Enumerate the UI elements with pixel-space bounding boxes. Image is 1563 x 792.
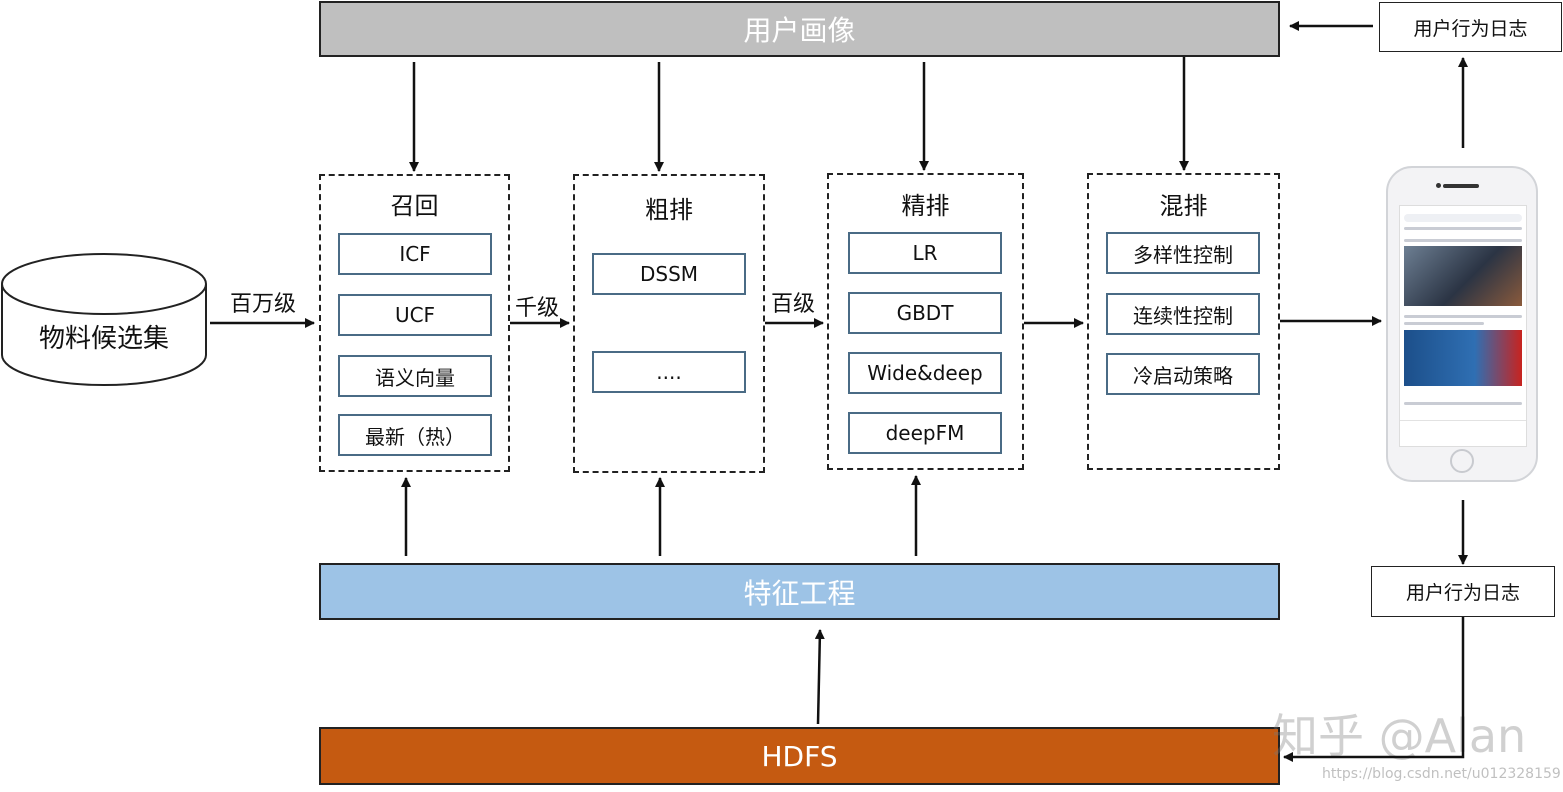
mixed-ranking-stage: 混排 多样性控制 连续性控制 冷启动策略 [1087, 173, 1280, 470]
feature-engineering-bar: 特征工程 [319, 563, 1280, 620]
arrow-hdfs-to-features [814, 629, 825, 725]
recall-item-icf: ICF [338, 233, 492, 275]
mixed-ranking-title: 混排 [1159, 192, 1208, 220]
phone-news-image-1 [1404, 246, 1522, 306]
hdfs-bar: HDFS [319, 727, 1280, 785]
phone-bottom-nav [1400, 420, 1526, 433]
coarse-ranking-stage: 粗排 DSSM .... [573, 174, 765, 473]
recall-item-semantic-vector: 语义向量 [338, 355, 492, 397]
phone-news-image-2 [1404, 330, 1522, 386]
phone-speaker [1443, 184, 1479, 188]
fine-item-gbdt: GBDT [848, 292, 1002, 334]
edge-label-millions: 百万级 [230, 292, 297, 317]
fine-item-lr: LR [848, 232, 1002, 274]
phone-camera-dot [1436, 183, 1441, 188]
coarse-item-dssm: DSSM [592, 253, 746, 295]
recall-stage: 召回 ICF UCF 语义向量 最新（热） [319, 174, 510, 472]
recall-item-ucf: UCF [338, 294, 492, 336]
recall-title: 召回 [390, 192, 439, 220]
coarse-item-more: .... [592, 351, 746, 393]
fine-item-deepfm: deepFM [848, 412, 1002, 454]
mix-item-continuity: 连续性控制 [1106, 293, 1260, 335]
phone-screen [1399, 205, 1527, 447]
user-behavior-log-top: 用户行为日志 [1379, 2, 1562, 52]
csdn-url-watermark: https://blog.csdn.net/u012328159 [1322, 766, 1561, 782]
phone-headline-2b [1404, 322, 1484, 325]
phone-tab-row [1404, 227, 1522, 230]
user-profile-label: 用户画像 [743, 14, 856, 47]
mix-item-diversity: 多样性控制 [1106, 232, 1260, 274]
candidate-set-label: 物料候选集 [38, 324, 169, 354]
edge-label-thousands: 千级 [515, 296, 560, 321]
phone-home-button [1450, 449, 1474, 473]
fine-item-wide-deep: Wide&deep [848, 352, 1002, 394]
phone-headline-2 [1404, 315, 1522, 318]
edge-label-hundreds: 百级 [771, 292, 816, 317]
feature-engineering-label: 特征工程 [743, 576, 856, 610]
coarse-ranking-title: 粗排 [645, 196, 693, 224]
phone-headline-1 [1404, 239, 1522, 242]
user-behavior-log-bottom: 用户行为日志 [1371, 566, 1555, 617]
zhihu-watermark: 知乎 @Alan [1272, 709, 1527, 763]
fine-ranking-stage: 精排 LR GBDT Wide&deep deepFM [827, 173, 1024, 470]
mix-item-cold-start: 冷启动策略 [1106, 353, 1260, 395]
recall-item-latest-hot: 最新（热） [338, 414, 492, 456]
hdfs-label: HDFS [761, 739, 838, 773]
user-profile-bar: 用户画像 [319, 1, 1280, 57]
fine-ranking-title: 精排 [901, 192, 950, 220]
phone-device [1386, 166, 1538, 482]
phone-headline-3 [1404, 402, 1522, 405]
phone-search-bar [1404, 214, 1522, 222]
